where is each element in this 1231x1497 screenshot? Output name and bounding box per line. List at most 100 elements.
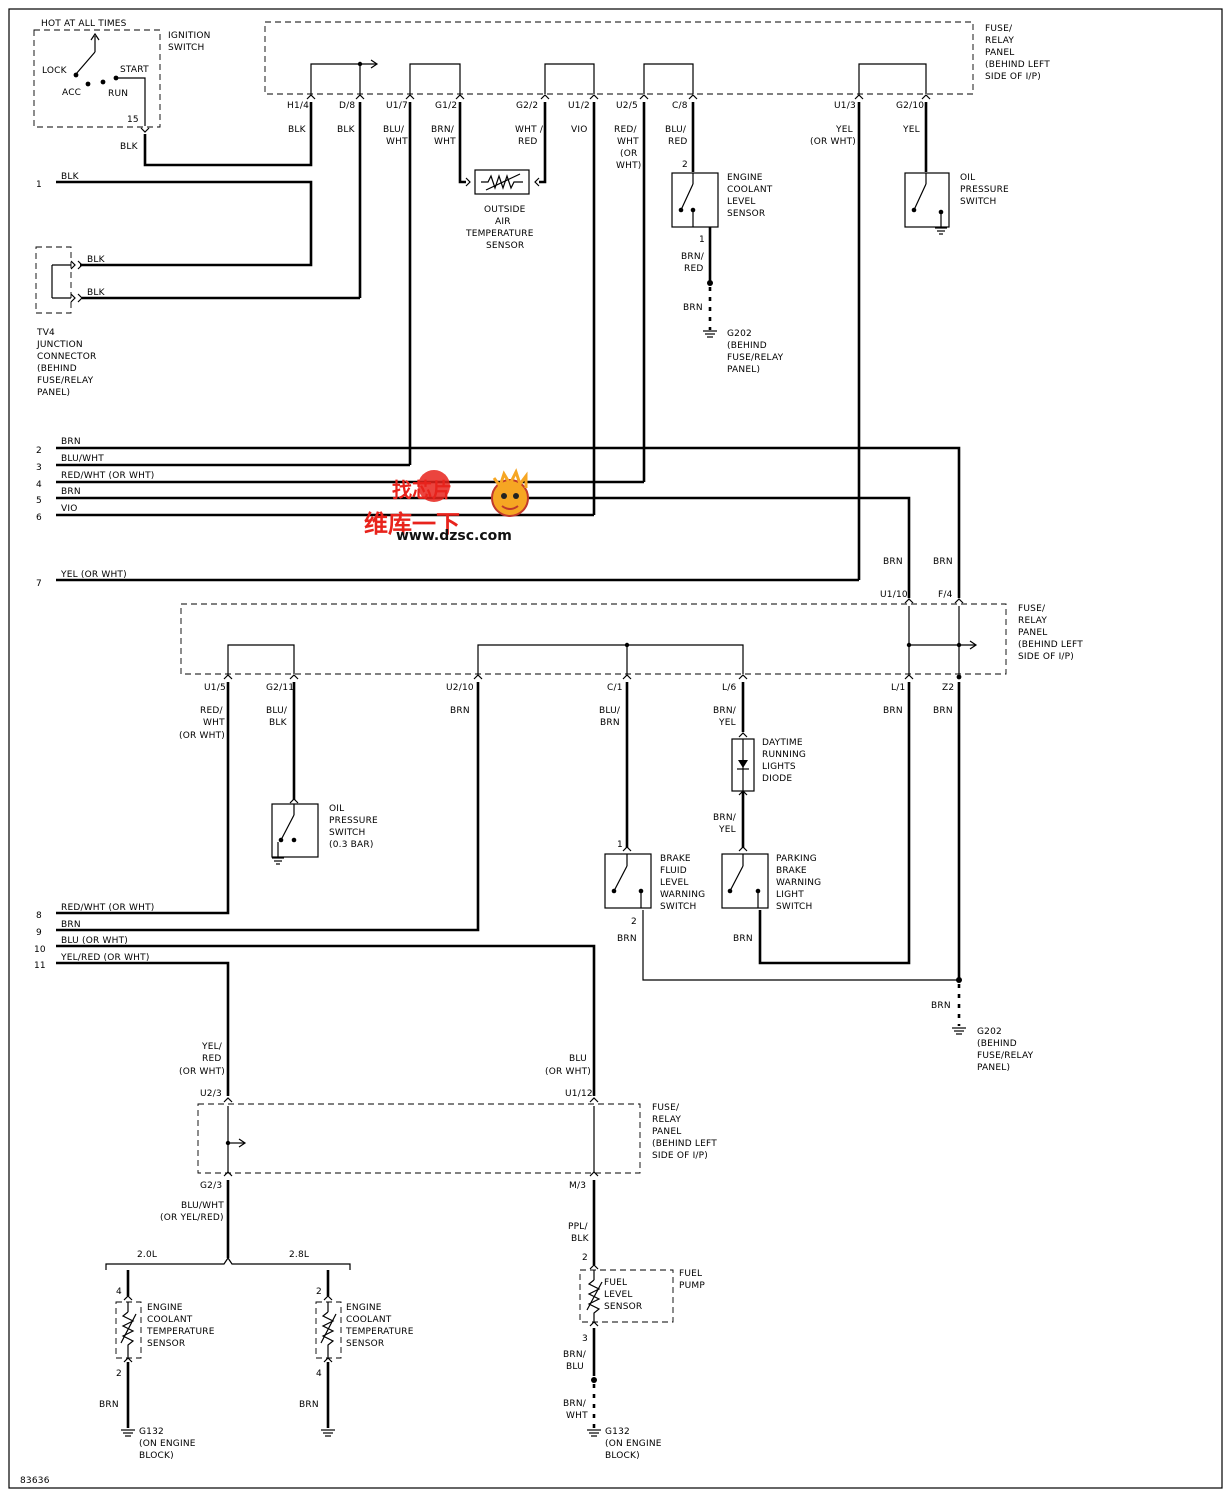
fuse-relay-panel-middle: FUSE/ RELAY PANEL (BEHIND LEFT SIDE OF I… xyxy=(180,603,1083,675)
svg-text:G202: G202 xyxy=(727,329,752,339)
svg-text:(BEHIND LEFT: (BEHIND LEFT xyxy=(652,1139,717,1149)
svg-text:FUSE/: FUSE/ xyxy=(985,24,1013,34)
svg-text:WHT: WHT xyxy=(386,137,408,147)
svg-text:WHT): WHT) xyxy=(616,161,641,171)
svg-text:2: 2 xyxy=(631,917,637,927)
svg-text:G132: G132 xyxy=(139,1427,164,1437)
svg-text:2: 2 xyxy=(116,1369,122,1379)
svg-text:2: 2 xyxy=(316,1287,322,1297)
svg-text:LOCK: LOCK xyxy=(42,66,68,76)
svg-text:L/6: L/6 xyxy=(722,683,736,693)
svg-text:BLU/: BLU/ xyxy=(383,125,405,135)
svg-text:ENGINE: ENGINE xyxy=(346,1303,382,1313)
svg-text:3: 3 xyxy=(36,463,42,473)
svg-text:WHT: WHT xyxy=(434,137,456,147)
svg-text:2: 2 xyxy=(582,1253,588,1263)
svg-text:FUSE/RELAY: FUSE/RELAY xyxy=(727,353,784,363)
svg-text:U1/12: U1/12 xyxy=(565,1089,593,1099)
svg-text:G132: G132 xyxy=(605,1427,630,1437)
svg-text:G2/10: G2/10 xyxy=(896,101,924,111)
middle-wires xyxy=(56,682,962,1026)
svg-text:BRN/: BRN/ xyxy=(681,252,705,262)
svg-text:BLU/WHT: BLU/WHT xyxy=(61,454,104,464)
svg-text:SENSOR: SENSOR xyxy=(727,209,765,219)
svg-text:DAYTIME: DAYTIME xyxy=(762,738,803,748)
svg-text:PRESSURE: PRESSURE xyxy=(329,816,378,826)
svg-text:PANEL): PANEL) xyxy=(727,365,760,375)
figure-id: 83636 xyxy=(20,1476,50,1486)
svg-text:RUNNING: RUNNING xyxy=(762,750,806,760)
svg-text:SENSOR: SENSOR xyxy=(346,1339,384,1349)
svg-text:BRN/: BRN/ xyxy=(431,125,455,135)
svg-text:BRN: BRN xyxy=(617,934,637,944)
svg-text:(BEHIND: (BEHIND xyxy=(727,341,767,351)
svg-text:2.8L: 2.8L xyxy=(289,1250,309,1260)
svg-text:BRN/: BRN/ xyxy=(713,706,737,716)
diagram-border xyxy=(8,8,1223,1489)
svg-text:IGNITION: IGNITION xyxy=(168,31,211,41)
svg-text:BLU: BLU xyxy=(569,1054,587,1064)
svg-text:YEL/RED (OR WHT): YEL/RED (OR WHT) xyxy=(60,953,150,963)
ground-g132-right: G132 (ON ENGINE BLOCK) xyxy=(605,1427,662,1461)
left-pins-8-11: 8 RED/WHT (OR WHT) 9 BRN 10 BLU (OR WHT)… xyxy=(34,903,596,1096)
svg-text:WHT: WHT xyxy=(617,137,639,147)
svg-text:BRN/: BRN/ xyxy=(713,813,737,823)
svg-text:RED: RED xyxy=(518,137,537,147)
svg-text:BLK: BLK xyxy=(87,288,106,298)
svg-text:OIL: OIL xyxy=(960,173,975,183)
svg-text:PRESSURE: PRESSURE xyxy=(960,185,1009,195)
svg-text:BRN: BRN xyxy=(883,706,903,716)
middle-wire-labels: RED/ WHT (OR WHT) BLU/ BLK BRN BLU/ BRN … xyxy=(179,706,953,1011)
svg-text:L/1: L/1 xyxy=(891,683,905,693)
parking-brake-warning-light-switch: PARKING BRAKE WARNING LIGHT SWITCH xyxy=(721,846,821,912)
svg-text:D/8: D/8 xyxy=(339,101,355,111)
ground-g202-top: G202 (BEHIND FUSE/RELAY PANEL) xyxy=(703,329,784,375)
svg-text:(BEHIND: (BEHIND xyxy=(977,1039,1017,1049)
svg-text:RED/: RED/ xyxy=(200,706,223,716)
svg-text:VIO: VIO xyxy=(571,125,588,135)
svg-text:LIGHTS: LIGHTS xyxy=(762,762,796,772)
svg-text:YEL (OR WHT): YEL (OR WHT) xyxy=(60,570,127,580)
svg-text:C/8: C/8 xyxy=(672,101,688,111)
svg-text:2: 2 xyxy=(682,160,688,170)
svg-text:START: START xyxy=(120,65,149,75)
svg-text:YEL: YEL xyxy=(835,125,853,135)
svg-text:PANEL: PANEL xyxy=(985,48,1014,58)
engine-coolant-temperature-sensor-2-8l: 2 4 ENGINE COOLANT TEMPERATURE SENSOR xyxy=(315,1287,414,1437)
svg-text:SIDE OF I/P): SIDE OF I/P) xyxy=(652,1151,708,1161)
top-wire-labels: BLK BLK BLU/ WHT BRN/ WHT WHT / RED VIO … xyxy=(288,125,920,171)
svg-text:DIODE: DIODE xyxy=(762,774,792,784)
left-pin-1: 1 BLK xyxy=(36,172,313,267)
svg-text:YEL: YEL xyxy=(902,125,920,135)
svg-text:G1/2: G1/2 xyxy=(435,101,457,111)
svg-text:BLU/: BLU/ xyxy=(665,125,687,135)
svg-text:H1/4: H1/4 xyxy=(287,101,309,111)
bottom-wire-labels: BLU/WHT (OR YEL/RED) 2.0L 2.8L PPL/ BLK … xyxy=(99,1201,589,1421)
svg-text:F/4: F/4 xyxy=(938,590,953,600)
svg-text:FUSE/RELAY: FUSE/RELAY xyxy=(977,1051,1034,1061)
svg-text:FUSE/: FUSE/ xyxy=(1018,604,1046,614)
bottom-wires xyxy=(105,1180,597,1428)
svg-text:PANEL): PANEL) xyxy=(37,388,70,398)
svg-text:(BEHIND LEFT: (BEHIND LEFT xyxy=(985,60,1050,70)
svg-text:SWITCH: SWITCH xyxy=(660,902,697,912)
oil-pressure-switch-0-3-bar: OIL PRESSURE SWITCH (0.3 BAR) xyxy=(271,798,378,865)
svg-text:U1/2: U1/2 xyxy=(568,101,590,111)
svg-text:BRN: BRN xyxy=(600,718,620,728)
fuse-relay-panel-bottom: FUSE/ RELAY PANEL (BEHIND LEFT SIDE OF I… xyxy=(197,1089,717,1191)
svg-text:LEVEL: LEVEL xyxy=(660,878,689,888)
svg-text:(ON ENGINE: (ON ENGINE xyxy=(605,1439,662,1449)
svg-text:(0.3 BAR): (0.3 BAR) xyxy=(329,840,374,850)
svg-text:BLK: BLK xyxy=(288,125,307,135)
svg-text:SWITCH: SWITCH xyxy=(329,828,366,838)
svg-text:TEMPERATURE: TEMPERATURE xyxy=(465,229,534,239)
svg-text:COOLANT: COOLANT xyxy=(727,185,773,195)
svg-text:6: 6 xyxy=(36,513,42,523)
svg-text:SENSOR: SENSOR xyxy=(147,1339,185,1349)
svg-text:SENSOR: SENSOR xyxy=(604,1302,642,1312)
svg-text:CONNECTOR: CONNECTOR xyxy=(37,352,96,362)
svg-text:LIGHT: LIGHT xyxy=(776,890,804,900)
svg-text:U2/5: U2/5 xyxy=(616,101,638,111)
svg-text:4: 4 xyxy=(116,1287,122,1297)
